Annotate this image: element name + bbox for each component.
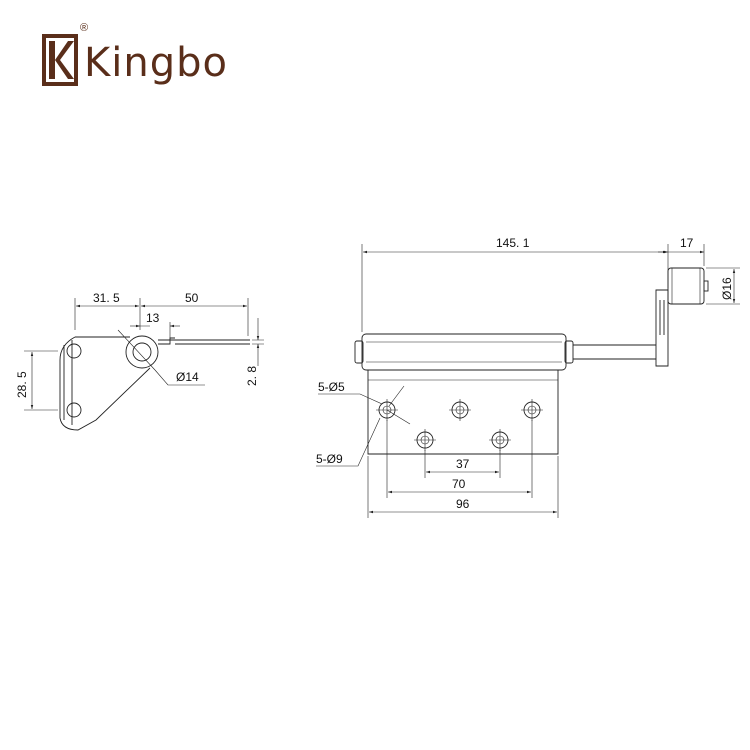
dim-70: 70 bbox=[452, 477, 466, 491]
lever-arm bbox=[655, 289, 669, 367]
side-arm bbox=[158, 337, 250, 345]
dim-2-8: 2. 8 bbox=[245, 366, 259, 386]
side-plate-outline bbox=[59, 336, 151, 431]
front-view: 145. 1 17 Ø16 5-Ø5 5-Ø9 37 70 96 bbox=[316, 236, 740, 518]
leaf-plate bbox=[367, 370, 559, 455]
barrel-cap-left bbox=[354, 340, 364, 364]
roller bbox=[667, 267, 705, 305]
dim-50: 50 bbox=[185, 291, 199, 305]
dim-diameter-16: Ø16 bbox=[720, 277, 734, 300]
brand-name: Kingbo bbox=[84, 40, 228, 86]
dim-17: 17 bbox=[680, 236, 694, 250]
barrel-cap-right bbox=[564, 340, 574, 364]
dim-37: 37 bbox=[456, 457, 470, 471]
registered-mark: ® bbox=[80, 22, 89, 34]
dim-13: 13 bbox=[146, 311, 160, 325]
dim-96: 96 bbox=[456, 497, 470, 511]
kingbo-logo-icon bbox=[42, 34, 78, 86]
mounting-holes bbox=[378, 401, 541, 449]
dim-31-5: 31. 5 bbox=[93, 291, 120, 305]
dim-145-1: 145. 1 bbox=[496, 236, 530, 250]
hole-label-5-d5: 5-Ø5 bbox=[318, 380, 345, 394]
side-knuckle bbox=[125, 335, 159, 369]
side-view: 31. 5 50 13 Ø14 28. 5 2. 8 bbox=[15, 291, 264, 431]
dim-diameter-14: Ø14 bbox=[176, 370, 199, 384]
side-hole-top bbox=[66, 343, 82, 359]
side-hole-bottom bbox=[66, 402, 82, 418]
brand-logo bbox=[40, 24, 240, 94]
spring-pin bbox=[573, 344, 656, 360]
dim-28-5: 28. 5 bbox=[15, 371, 29, 398]
hole-label-5-d9: 5-Ø9 bbox=[316, 452, 343, 466]
barrel bbox=[361, 333, 567, 371]
